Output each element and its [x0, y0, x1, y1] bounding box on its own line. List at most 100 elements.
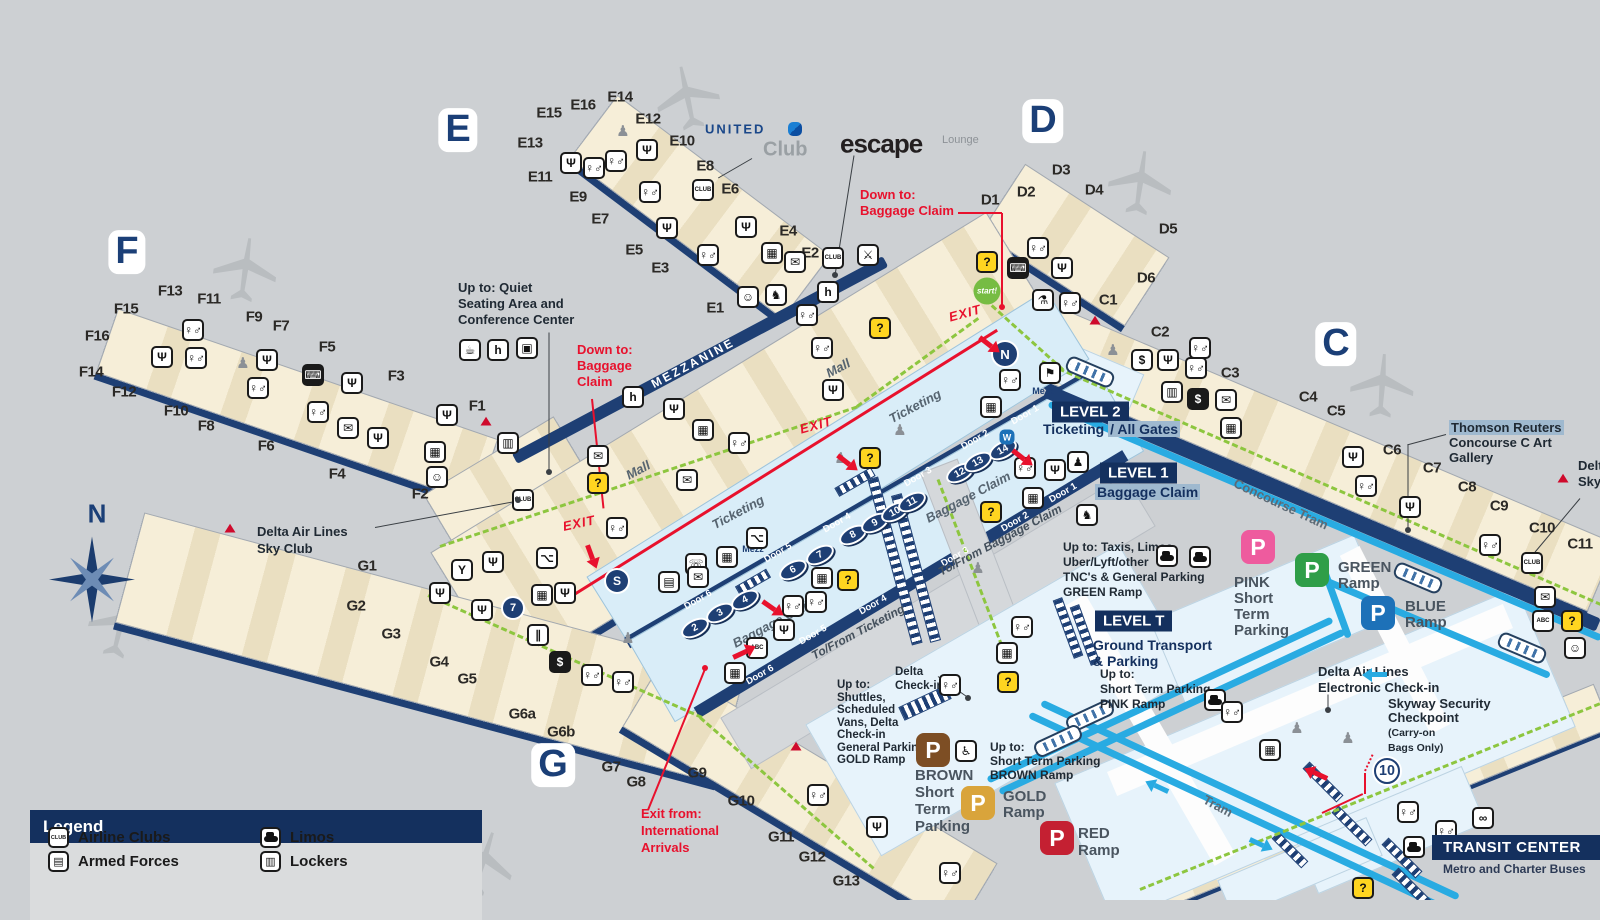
luggage-cart-icon: ▦: [761, 242, 783, 264]
map-label: Club: [763, 138, 808, 161]
leader-dot: [1405, 527, 1411, 533]
concourse-letter-E: E: [438, 108, 478, 152]
legend-item-lockers: ▥Lockers: [260, 851, 348, 872]
leader-line: [1407, 434, 1447, 446]
gate-label-E15: E15: [536, 104, 562, 122]
ticket-kiosk-icon: ▤: [658, 571, 680, 593]
gate-label-C9: C9: [1489, 497, 1509, 515]
map-label: N: [87, 498, 107, 529]
coffee-icon: ☕: [459, 339, 481, 361]
gate-label-G2: G2: [346, 597, 366, 615]
cyan-direction-arrow: [1362, 668, 1387, 682]
restroom-icon: ♀♂: [1397, 801, 1419, 823]
leader-line: [548, 332, 550, 471]
info-icon: ?: [869, 317, 891, 339]
restaurant-icon: Ψ: [151, 346, 173, 368]
mail-icon: ✉: [784, 251, 806, 273]
restroom-icon: ♀♂: [1479, 534, 1501, 556]
map-callout: Down to:Baggage Claim: [860, 187, 954, 218]
restroom-icon: ♀♂: [185, 347, 207, 369]
leader-dot: [1325, 707, 1331, 713]
restaurant-icon: Ψ: [656, 217, 678, 239]
gate-label-C7: C7: [1422, 459, 1442, 477]
restroom-icon: ♀♂: [581, 664, 603, 686]
gate-label-C10: C10: [1528, 519, 1556, 537]
bar-icon: Y: [451, 559, 473, 581]
taxi-icon: [1156, 545, 1178, 567]
restroom-icon: ♀♂: [606, 517, 628, 539]
mail-icon: ✉: [587, 445, 609, 467]
family-restroom-icon: ♀♂: [782, 595, 804, 617]
mail-icon: ✉: [1534, 586, 1556, 608]
legend-item-label: Airline Clubs: [78, 829, 171, 846]
gate-label-F6: F6: [257, 437, 275, 455]
gate-label-E13: E13: [517, 134, 543, 152]
walker-icon: ♟: [616, 123, 630, 140]
airline-club-icon: CLUB: [692, 179, 714, 201]
gate-label-G6a: G6a: [508, 705, 536, 723]
gate-label-G12: G12: [798, 848, 826, 866]
officer-icon: ♟: [1067, 451, 1089, 473]
map-callout: DeltaSky Club: [1578, 458, 1600, 489]
luggage-cart-icon: ▦: [980, 396, 1002, 418]
legend-item-airline-clubs: CLUB Airline Clubs: [48, 827, 171, 848]
restroom-icon: ♀♂: [939, 862, 961, 884]
pink-ramp-parking-badge: P: [1241, 530, 1275, 564]
concourse-letter-D: D: [1022, 99, 1064, 143]
pet-relief-icon: ♞: [765, 284, 787, 306]
seating-icon: h: [817, 281, 839, 303]
gate-label-E3: E3: [651, 259, 669, 277]
walker-icon: ♟: [236, 355, 250, 372]
gate-label-F8: F8: [197, 417, 215, 435]
sports-bar-icon: ⚔: [857, 244, 879, 266]
restaurant-icon: Ψ: [1044, 459, 1066, 481]
compass-rose: [49, 536, 135, 628]
airline-club-icon: CLUB: [512, 489, 534, 511]
gate-label-D1: D1: [980, 191, 1000, 209]
airplane-silhouette: [1344, 348, 1419, 428]
limo-icon: [1189, 546, 1211, 568]
map-label: LEVEL T: [1095, 610, 1173, 632]
airline-club-icon: CLUB: [1521, 552, 1543, 574]
gate-label-G5: G5: [457, 670, 477, 688]
mail-icon: ✉: [687, 566, 709, 588]
gate-label-F1: F1: [468, 397, 486, 415]
transit-center-subtitle: Metro and Charter Buses: [1443, 862, 1586, 876]
shops-icon: ⌥: [746, 527, 768, 549]
restaurant-icon: Ψ: [560, 152, 582, 174]
map-callout: Baggage Claim: [1095, 484, 1201, 500]
walker-icon: ♟: [971, 560, 985, 577]
luggage-cart-icon: ▦: [424, 441, 446, 463]
restroom-icon: ♀♂: [1027, 237, 1049, 259]
gate-label-F9: F9: [245, 308, 263, 326]
map-callout: Ticketing / All Gates: [1043, 421, 1181, 437]
restaurant-icon: Ψ: [735, 216, 757, 238]
map-label: LEVEL 1: [1100, 462, 1177, 484]
circled-S-marker: S: [606, 570, 628, 592]
delta-airlines-logo: ▲: [786, 737, 806, 755]
restroom-icon: ♀♂: [247, 377, 269, 399]
atm-icon: $: [1131, 349, 1153, 371]
airline-clubs-icon: CLUB: [48, 827, 69, 848]
delta-airlines-logo: ▲: [220, 519, 240, 537]
gate-label-F4: F4: [328, 465, 346, 483]
restaurant-icon: Ψ: [636, 139, 658, 161]
united-logo-icon: [788, 122, 802, 136]
shops-icon: ⌥: [536, 547, 558, 569]
gate-label-D3: D3: [1051, 161, 1071, 179]
gate-label-C1: C1: [1098, 291, 1118, 309]
red-ramp-parking-badge: P: [1040, 821, 1074, 855]
gate-label-C5: C5: [1326, 402, 1346, 420]
lockers-icon: ▥: [1161, 381, 1183, 403]
map-callout: Ground Transport& Parking: [1093, 637, 1212, 669]
gold-ramp-parking-badge: P: [961, 786, 995, 820]
gate-label-F3: F3: [387, 367, 405, 385]
brown-ramp-parking-badge: P: [916, 733, 950, 767]
